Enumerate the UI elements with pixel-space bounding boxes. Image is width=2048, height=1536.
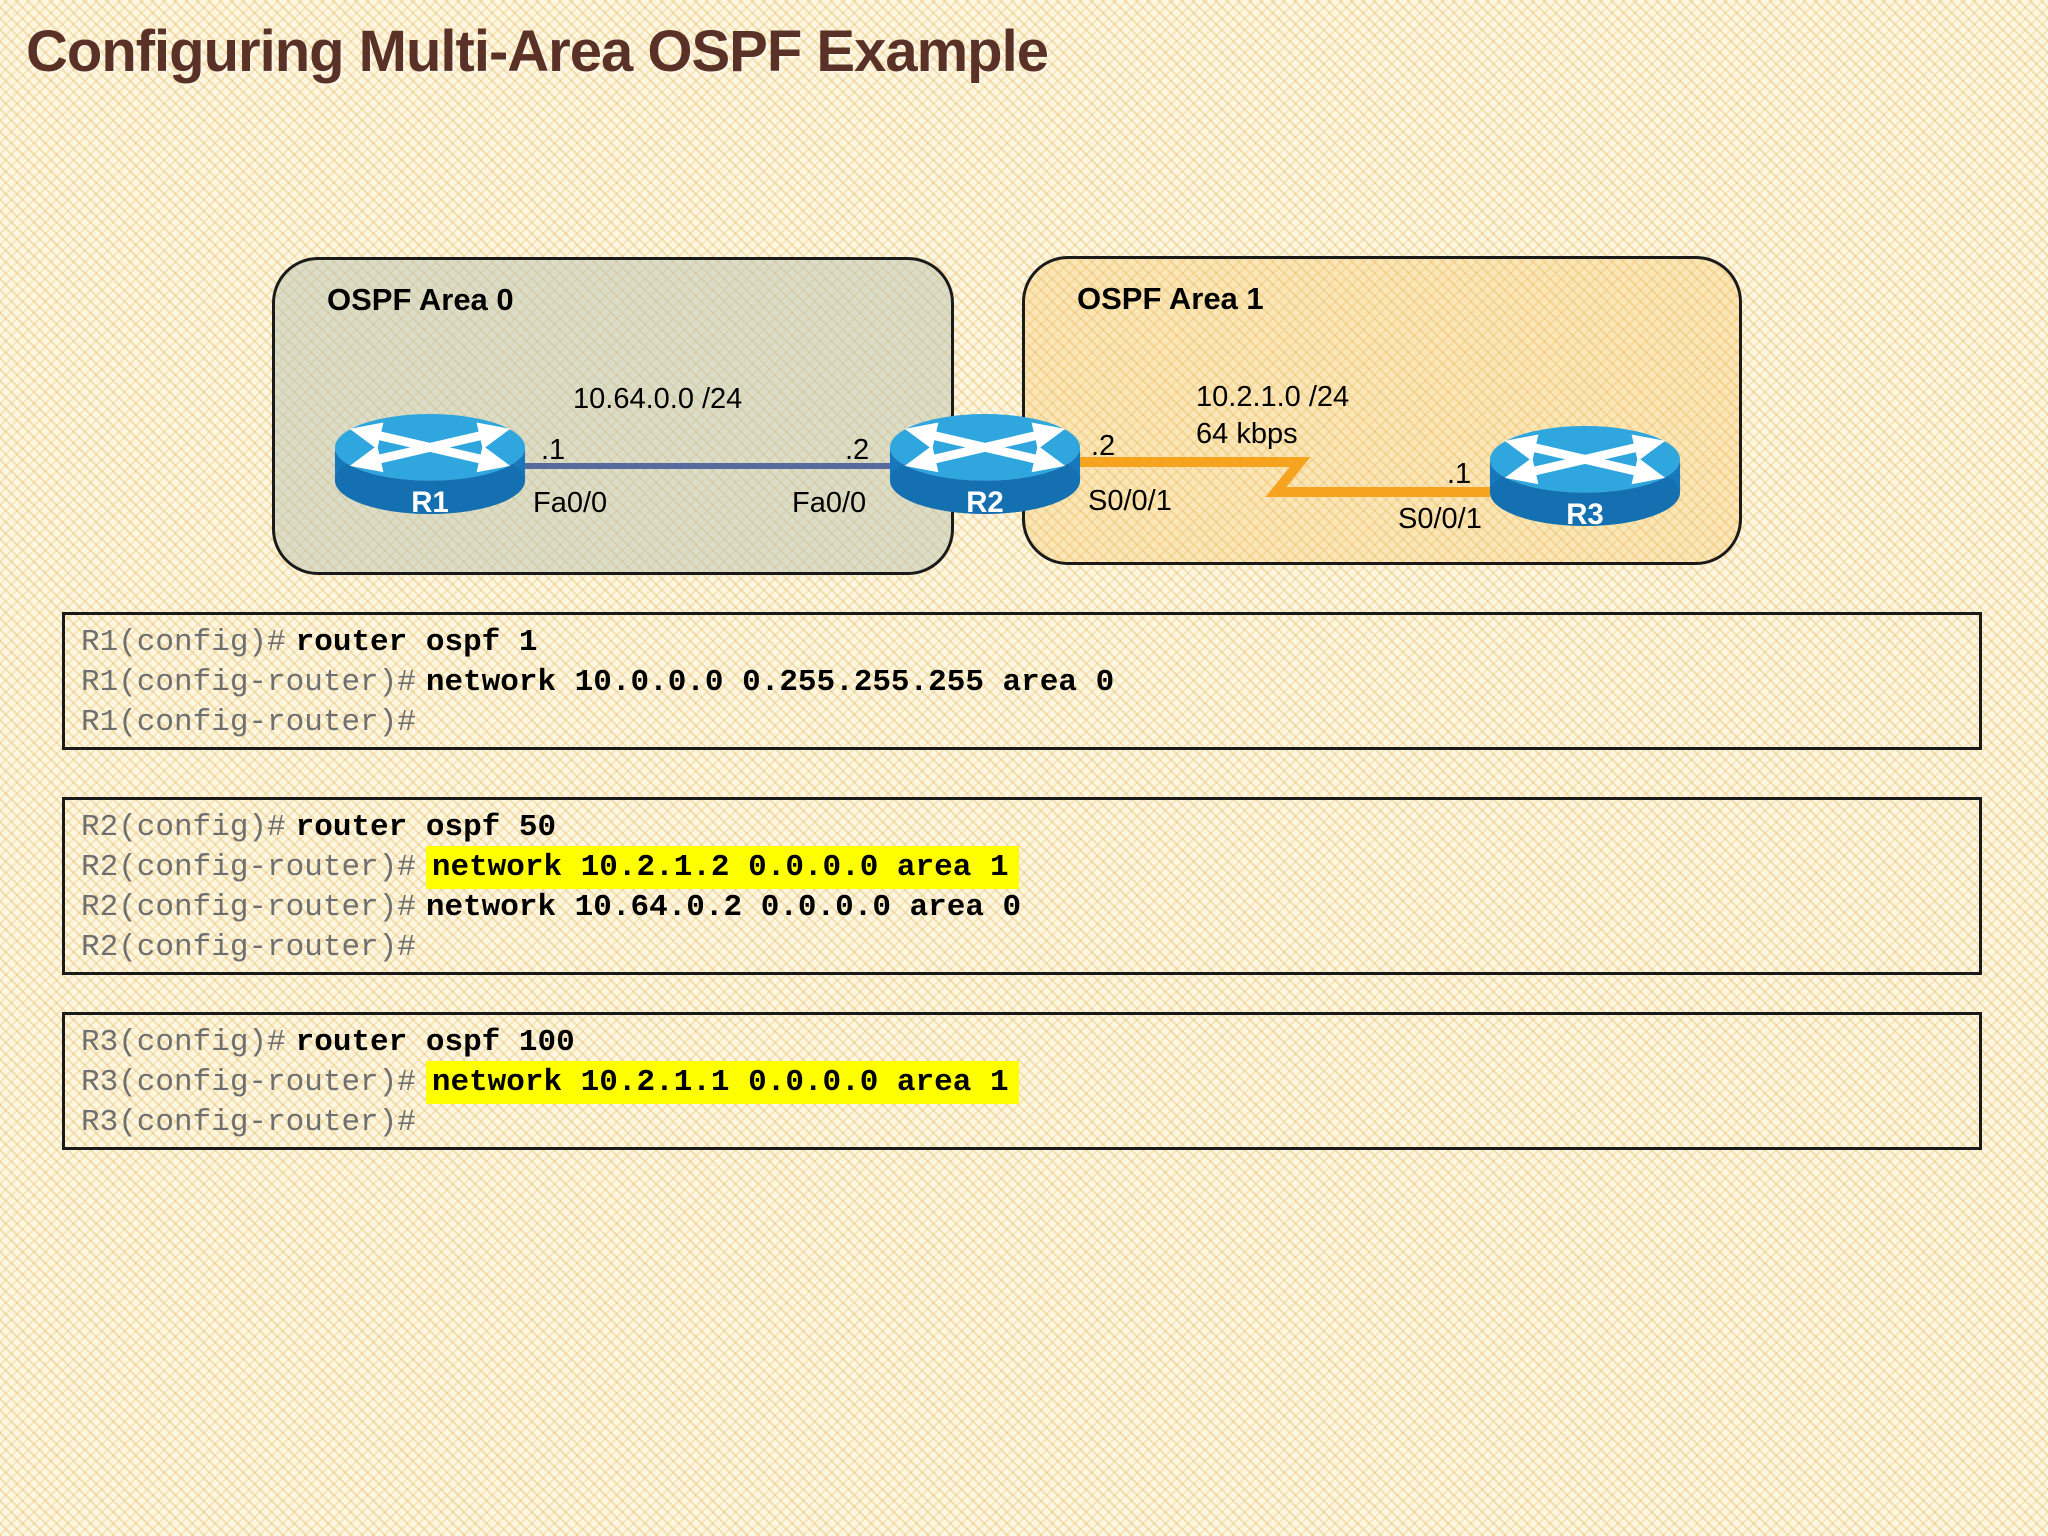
r2-config-terminal: R2(config)# router ospf 50 R2(config-rout… xyxy=(62,797,1982,975)
terminal-line: R2(config)# router ospf 50 xyxy=(81,808,1979,848)
cli-prompt: R3(config)# xyxy=(81,1025,286,1060)
terminal-line: R1(config)# router ospf 1 xyxy=(81,623,1979,663)
cli-command: router ospf 1 xyxy=(295,625,538,660)
ethernet-network-label: 10.64.0.0 /24 xyxy=(573,383,743,415)
router-arrows-icon xyxy=(1504,434,1666,485)
terminal-line: R3(config-router)# xyxy=(81,1103,1979,1143)
terminal-line: R2(config-router)# xyxy=(81,928,1979,968)
router-icon: R3 xyxy=(1489,426,1681,531)
serial-network-label: 10.2.1.0 /24 xyxy=(1196,381,1350,413)
r1-config-terminal: R1(config)# router ospf 1 R1(config-route… xyxy=(62,612,1982,750)
r2-eth-ip-label: .2 xyxy=(845,434,870,466)
router-icon: R2 xyxy=(889,414,1081,519)
r2-eth-interface-label: Fa0/0 xyxy=(792,487,867,519)
r3-ip-label: .1 xyxy=(1447,458,1472,490)
cli-prompt: R2(config-router)# xyxy=(81,930,416,965)
cli-prompt: R1(config)# xyxy=(81,625,286,660)
router-r2: R2 xyxy=(887,406,1083,524)
terminal-line: R1(config-router)# network 10.0.0.0 0.255… xyxy=(81,663,1979,703)
page-title: Configuring Multi-Area OSPF Example xyxy=(26,19,1049,84)
router-arrows-icon xyxy=(904,422,1066,473)
ospf-area-0-box: OSPF Area 0 xyxy=(272,257,954,575)
r3-config-terminal: R3(config)# router ospf 100 R3(config-rou… xyxy=(62,1012,1982,1150)
cli-command-highlighted: network 10.2.1.1 0.0.0.0 area 1 xyxy=(425,1061,1019,1104)
router-label: R3 xyxy=(1566,498,1604,531)
r2-serial-interface-label: S0/0/1 xyxy=(1088,485,1172,517)
router-arrows-icon xyxy=(349,422,511,473)
ospf-area-1-label: OSPF Area 1 xyxy=(1077,281,1264,316)
router-r3: R3 xyxy=(1487,418,1683,536)
r2-serial-ip-label: .2 xyxy=(1091,430,1116,462)
terminal-line: R2(config-router)# network 10.2.1.2 0.0.0… xyxy=(81,846,1979,889)
router-label: R1 xyxy=(411,486,449,519)
cli-prompt: R3(config-router)# xyxy=(81,1105,416,1140)
cli-prompt: R2(config-router)# xyxy=(81,890,416,925)
cli-command: router ospf 100 xyxy=(295,1025,575,1060)
router-icon: R1 xyxy=(334,414,526,519)
cli-command: network 10.0.0.0 0.255.255.255 area 0 xyxy=(425,665,1115,700)
cli-command: router ospf 50 xyxy=(295,810,557,845)
router-label: R2 xyxy=(966,486,1004,519)
cli-prompt: R1(config-router)# xyxy=(81,705,416,740)
cli-command-highlighted: network 10.2.1.2 0.0.0.0 area 1 xyxy=(425,846,1019,889)
router-r1: R1 xyxy=(332,406,528,524)
terminal-line: R3(config)# router ospf 100 xyxy=(81,1023,1979,1063)
serial-link-line xyxy=(1080,457,1490,497)
r3-interface-label: S0/0/1 xyxy=(1398,503,1482,535)
cli-prompt: R1(config-router)# xyxy=(81,665,416,700)
r1-interface-label: Fa0/0 xyxy=(533,487,608,519)
terminal-line: R1(config-router)# xyxy=(81,703,1979,743)
cli-prompt: R2(config)# xyxy=(81,810,286,845)
ospf-area-0-label: OSPF Area 0 xyxy=(327,282,514,317)
cli-prompt: R2(config-router)# xyxy=(81,850,416,885)
serial-speed-label: 64 kbps xyxy=(1196,418,1298,450)
cli-prompt: R3(config-router)# xyxy=(81,1065,416,1100)
terminal-line: R3(config-router)# network 10.2.1.1 0.0.0… xyxy=(81,1061,1979,1104)
r1-ip-label: .1 xyxy=(541,434,566,466)
cli-command: network 10.64.0.2 0.0.0.0 area 0 xyxy=(425,890,1022,925)
terminal-line: R2(config-router)# network 10.64.0.2 0.0.… xyxy=(81,888,1979,928)
